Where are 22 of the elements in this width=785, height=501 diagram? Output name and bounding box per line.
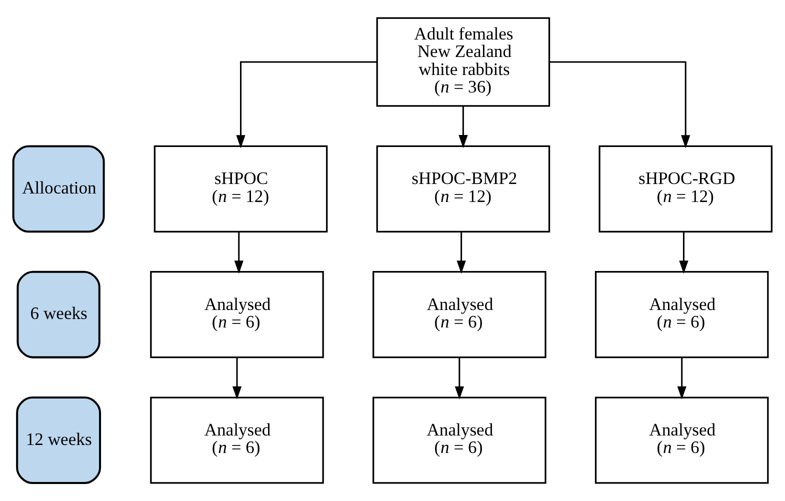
node-box: Analysed (n = 6) — [372, 271, 546, 358]
node-box: Analysed (n = 6) — [594, 396, 769, 484]
node-box: Adult females New Zealand white rabbits (n = 36) — [376, 17, 550, 107]
arrow — [456, 232, 466, 274]
node-box: Analysed (n = 6) — [594, 271, 769, 358]
arrow — [679, 232, 688, 274]
arrow — [232, 357, 242, 400]
arrow — [234, 232, 244, 274]
node-box: sHPOC-BMP2 (n = 12) — [376, 145, 550, 232]
node-box: 12 weeks — [16, 396, 102, 484]
node-box: Analysed (n = 6) — [372, 396, 546, 484]
node-box: sHPOC-RGD (n = 12) — [598, 145, 772, 232]
node-box: Allocation — [12, 145, 105, 233]
node-box: Analysed (n = 6) — [150, 271, 324, 358]
node-box: 6 weeks — [16, 270, 100, 358]
arrow — [550, 61, 690, 148]
arrow — [454, 357, 464, 400]
node-box: sHPOC (n = 12) — [154, 145, 328, 232]
arrow — [677, 357, 686, 400]
node-box: Analysed (n = 6) — [150, 396, 324, 484]
arrow — [458, 106, 468, 148]
arrow — [236, 61, 377, 148]
